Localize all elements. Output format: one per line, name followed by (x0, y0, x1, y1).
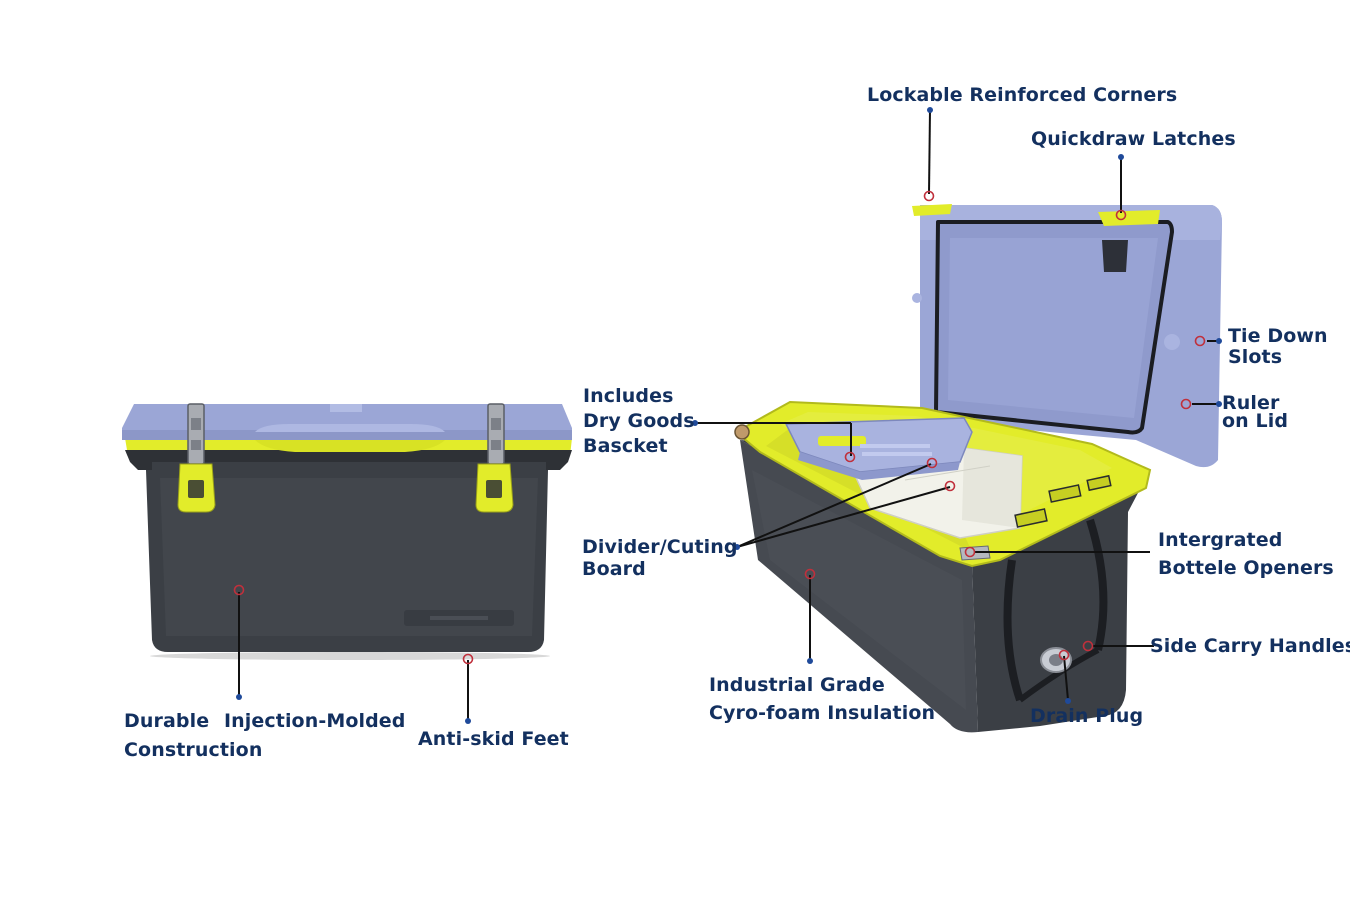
label-industrial-grade: Industrial Grade (709, 674, 885, 696)
label-anti-skid-feet: Anti-skid Feet (418, 728, 569, 750)
label-insulation: Cyro-foam Insulation (709, 702, 936, 724)
label-injection-molded: Injection-Molded (224, 710, 406, 732)
callout-markers (233, 107, 1222, 724)
label-side-carry-handles: Side Carry Handles (1150, 635, 1350, 657)
label-dry-goods: Dry Goods (583, 410, 695, 432)
label-divider: Divider/Cuting (582, 536, 738, 558)
label-quickdraw-latches: Quickdraw Latches (1031, 128, 1236, 150)
label-slots: Slots (1228, 346, 1283, 368)
label-construction: Construction (124, 739, 263, 761)
label-drain-plug: Drain Plug (1030, 705, 1144, 727)
label-board: Board (582, 558, 646, 580)
label-on-lid: on Lid (1222, 410, 1289, 432)
label-basket: Bascket (583, 435, 668, 457)
open-view-cooler (734, 204, 1222, 733)
leader-lines (238, 109, 1218, 720)
label-includes: Includes (583, 385, 674, 407)
label-durable: Durable (124, 710, 210, 732)
label-integrated: Intergrated (1158, 529, 1283, 551)
label-bottle-openers: Bottele Openers (1158, 557, 1334, 579)
label-tie-down: Tie Down (1228, 325, 1328, 347)
front-view-cooler (122, 403, 572, 660)
label-ruler: Ruler (1222, 392, 1280, 414)
label-lockable-corners: Lockable Reinforced Corners (867, 84, 1178, 106)
